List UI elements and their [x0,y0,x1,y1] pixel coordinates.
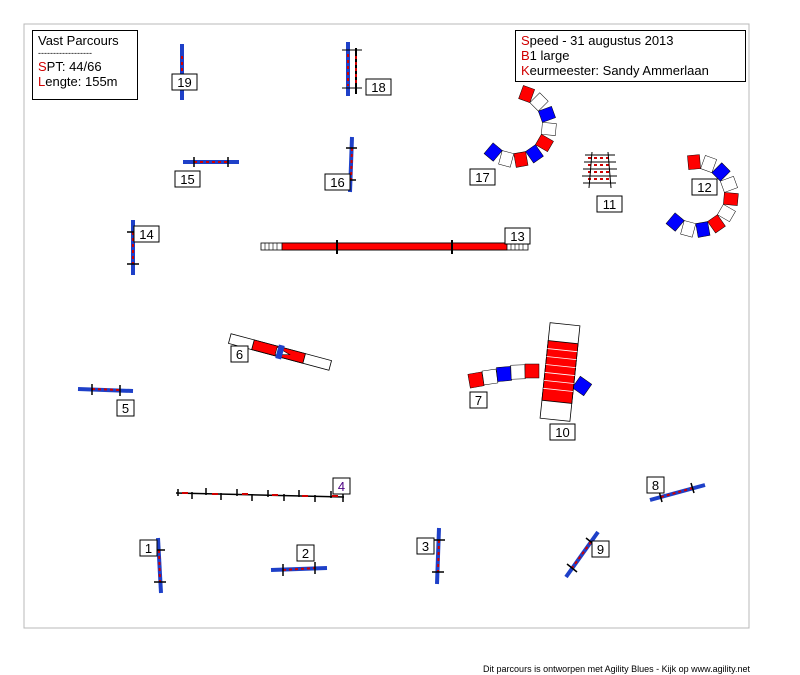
event-class: B1 large [521,48,570,63]
label-12: 12 [691,178,718,196]
svg-text:9: 9 [597,542,604,557]
label-14: 14 [133,225,160,243]
label-11: 11 [596,195,623,213]
event-title: Speed - 31 augustus 2013 [521,33,674,48]
label-15: 15 [174,170,201,188]
obstacle-3-hurdle[interactable] [432,527,445,585]
label-4: 4 [332,477,351,495]
obstacle-2-hurdle[interactable] [270,562,328,576]
label-17: 17 [469,168,496,186]
obstacle-7-tunnel[interactable] [467,363,593,397]
svg-text:17: 17 [475,170,489,185]
svg-text:3: 3 [422,539,429,554]
label-10: 10 [549,423,576,441]
course-length: Lengte: 155m [38,74,118,89]
svg-text:19: 19 [177,75,191,90]
label-8: 8 [646,476,665,494]
svg-text:4: 4 [338,479,345,494]
label-2: 2 [296,544,315,562]
course-separator: ------------------ [38,48,92,58]
svg-text:13: 13 [510,229,524,244]
obstacle-13-dogwalk[interactable] [260,240,529,254]
obstacle-5-hurdle[interactable] [77,384,134,396]
label-16: 16 [324,173,351,191]
obstacle-11-tire[interactable] [582,151,617,189]
svg-text:12: 12 [697,180,711,195]
obstacle-6-seesaw[interactable] [227,332,333,372]
obstacle-12-tunnel[interactable] [665,154,739,238]
obstacle-10-table[interactable] [539,322,581,422]
label-5: 5 [116,399,135,417]
label-1: 1 [139,539,158,557]
label-7: 7 [469,391,488,409]
obstacle-18-double-hurdle[interactable] [342,42,362,96]
svg-text:7: 7 [475,393,482,408]
obstacle-9-hurdle[interactable] [564,530,600,579]
event-judge: Keurmeester: Sandy Ammerlaan [521,63,709,78]
course-info-box: Vast Parcours ------------------ SPT: 44… [32,30,138,100]
label-9: 9 [591,540,610,558]
obstacle-14-hurdle[interactable] [127,220,139,275]
svg-text:2: 2 [302,546,309,561]
label-6: 6 [230,345,249,363]
svg-text:18: 18 [371,80,385,95]
obstacle-4-weave-poles[interactable] [175,488,345,502]
footer-credit: Dit parcours is ontworpen met Agility Bl… [483,664,750,674]
svg-text:14: 14 [139,227,153,242]
obstacle-15-hurdle[interactable] [183,157,239,167]
label-13: 13 [504,227,531,245]
svg-text:6: 6 [236,347,243,362]
label-3: 3 [416,537,435,555]
svg-text:10: 10 [555,425,569,440]
event-info-box: Speed - 31 augustus 2013 B1 large Keurme… [515,30,746,82]
label-19: 19 [171,73,198,91]
svg-text:11: 11 [603,197,617,212]
svg-text:5: 5 [122,401,129,416]
svg-text:1: 1 [145,541,152,556]
obstacle-17-tunnel[interactable] [483,85,557,168]
svg-text:15: 15 [180,172,194,187]
course-spt: SPT: 44/66 [38,59,102,74]
svg-text:16: 16 [330,175,344,190]
svg-text:8: 8 [652,478,659,493]
ring-border [23,23,750,629]
course-title: Vast Parcours [38,33,119,48]
label-18: 18 [365,78,392,96]
